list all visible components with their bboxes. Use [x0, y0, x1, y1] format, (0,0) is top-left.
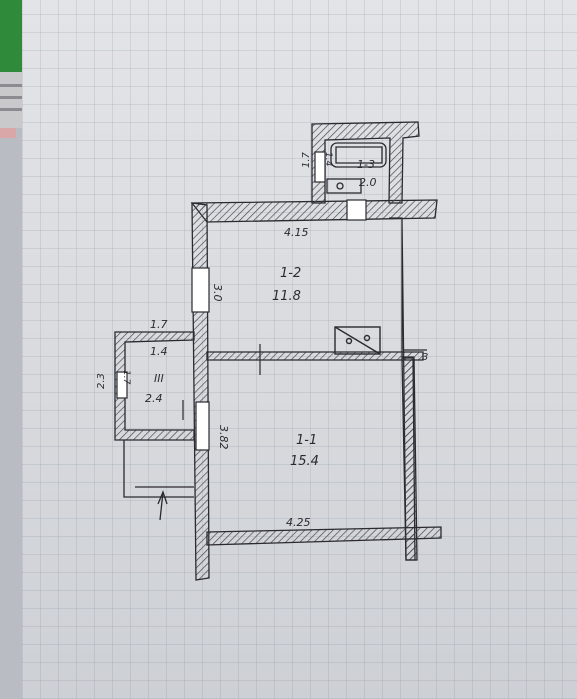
room-1-1-area: 15.4 [290, 454, 319, 469]
dim-room3-top: 1.7 [150, 318, 168, 331]
room-1-1-id: 1-1 [296, 433, 317, 448]
dim-room11-side: 3.82 [217, 425, 230, 450]
room-1-2-area: 11.8 [272, 289, 301, 304]
dim-room12-side: 3.0 [211, 284, 224, 302]
room-1-3-id: 1-3 [357, 158, 375, 171]
dim-room11-width: 4.25 [286, 516, 311, 529]
dim-room3-inner: 1.4 [150, 345, 168, 358]
room-iii-area: 2.4 [145, 392, 163, 405]
dim-bath-side: 1.7 [301, 151, 312, 168]
section-mark: 3 [422, 352, 428, 363]
windows [116, 151, 367, 451]
dim-room3-side-inner: 1.7 [121, 370, 131, 385]
doors [182, 344, 427, 420]
room-iii-id: III [154, 372, 164, 385]
entrance-outline [123, 440, 194, 521]
dim-room12-width: 4.15 [284, 226, 309, 239]
stove [334, 326, 381, 355]
room-1-2-id: 1-2 [280, 266, 301, 281]
dim-room3-side: 2.3 [96, 373, 107, 389]
room-1-3-area: 2.0 [359, 176, 377, 189]
dim-bath-side-inner: 1.4 [323, 152, 333, 167]
pencil-icon [0, 0, 22, 138]
sink [326, 178, 362, 194]
bathtub [330, 142, 387, 168]
